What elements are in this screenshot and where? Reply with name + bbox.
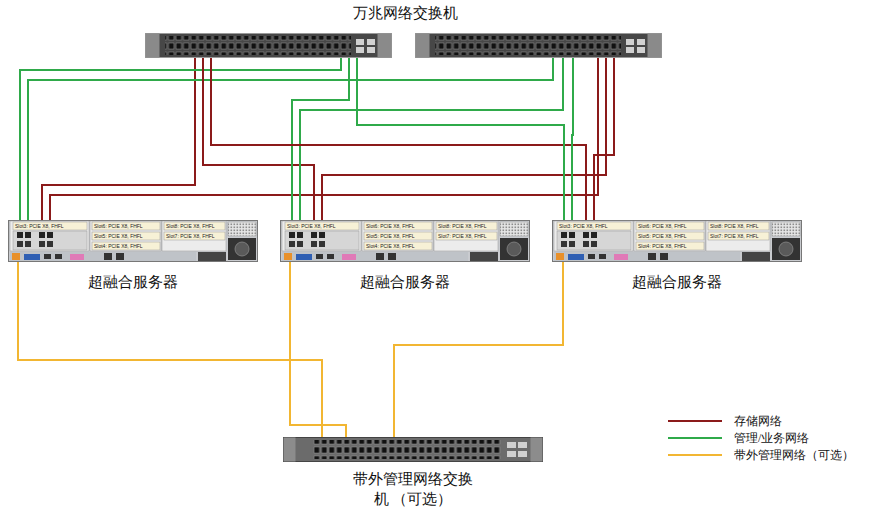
legend-line	[668, 420, 722, 422]
slot-label: Slot6: PCIE X8, FHFL	[364, 222, 432, 230]
legend-entry: 管理/业务网络	[666, 430, 809, 446]
slot-label: Slot5: PCIE X8, FHFL	[636, 232, 704, 240]
oob-switch-node: 带外管理网络交换机 （可选）	[283, 437, 543, 509]
server-label: 超融合服务器	[8, 273, 258, 291]
server-label: 超融合服务器	[280, 273, 530, 291]
slot-label: Slot7: PCIE X8, FHFL	[164, 232, 225, 240]
slot-label: Slot7: PCIE X8, FHFL	[436, 232, 497, 240]
network-cable	[290, 262, 346, 437]
server-chassis	[281, 221, 530, 262]
legend-text: 存储网络	[734, 413, 782, 430]
slot-label: Slot8: PCIE X8, FHFL	[164, 222, 225, 230]
slot-label: Slot7: PCIE X8, FHFL	[708, 232, 769, 240]
legend-line	[666, 433, 724, 443]
slot-label: Slot6: PCIE X8, FHFL	[636, 222, 704, 230]
slot-label: Slot3: PCIE X8, FHFL	[285, 222, 359, 230]
legend-entry: 带外管理网络（可选）	[666, 447, 854, 463]
switch-10g	[416, 34, 662, 58]
network-cable	[28, 58, 553, 220]
network-cable	[203, 58, 314, 220]
server-label: 超融合服务器	[552, 273, 802, 291]
legend-line	[668, 437, 722, 439]
legend-line	[668, 454, 722, 456]
slot-label: Slot8: PCIE X8, FHFL	[708, 222, 769, 230]
slot-label: Slot8: PCIE X8, FHFL	[436, 222, 497, 230]
slot-label: Slot5: PCIE X8, FHFL	[92, 232, 160, 240]
switch-group: 万兆网络交换机	[140, 2, 670, 58]
legend-text: 带外管理网络（可选）	[734, 447, 854, 464]
network-cable	[572, 58, 573, 220]
server-chassis	[553, 221, 802, 262]
slot-label: Slot3: PCIE X8, FHFL	[557, 222, 631, 230]
legend-text: 管理/业务网络	[734, 430, 809, 447]
network-cable	[594, 58, 614, 220]
slot-label: Slot4: PCIE X8, FHFL	[92, 242, 160, 250]
network-cable	[357, 58, 564, 220]
legend-line	[666, 450, 724, 460]
switch-title: 万兆网络交换机	[140, 4, 670, 22]
slot-label: Slot6: PCIE X8, FHFL	[92, 222, 160, 230]
network-cable	[50, 58, 598, 220]
slot-label: Slot5: PCIE X8, FHFL	[364, 232, 432, 240]
oob-switch	[284, 438, 543, 462]
slot-label: Slot4: PCIE X8, FHFL	[636, 242, 704, 250]
legend-line	[666, 416, 724, 426]
node-label: 带外管理网络交换机 （可选）	[348, 469, 478, 509]
network-cable	[211, 58, 586, 220]
slot-label: Slot3: PCIE X8, FHFL	[13, 222, 87, 230]
slot-label: Slot4: PCIE X8, FHFL	[364, 242, 432, 250]
network-cable	[300, 58, 563, 220]
legend-entry: 存储网络	[666, 413, 782, 429]
switch-10g	[146, 34, 392, 58]
server-chassis	[9, 221, 258, 262]
